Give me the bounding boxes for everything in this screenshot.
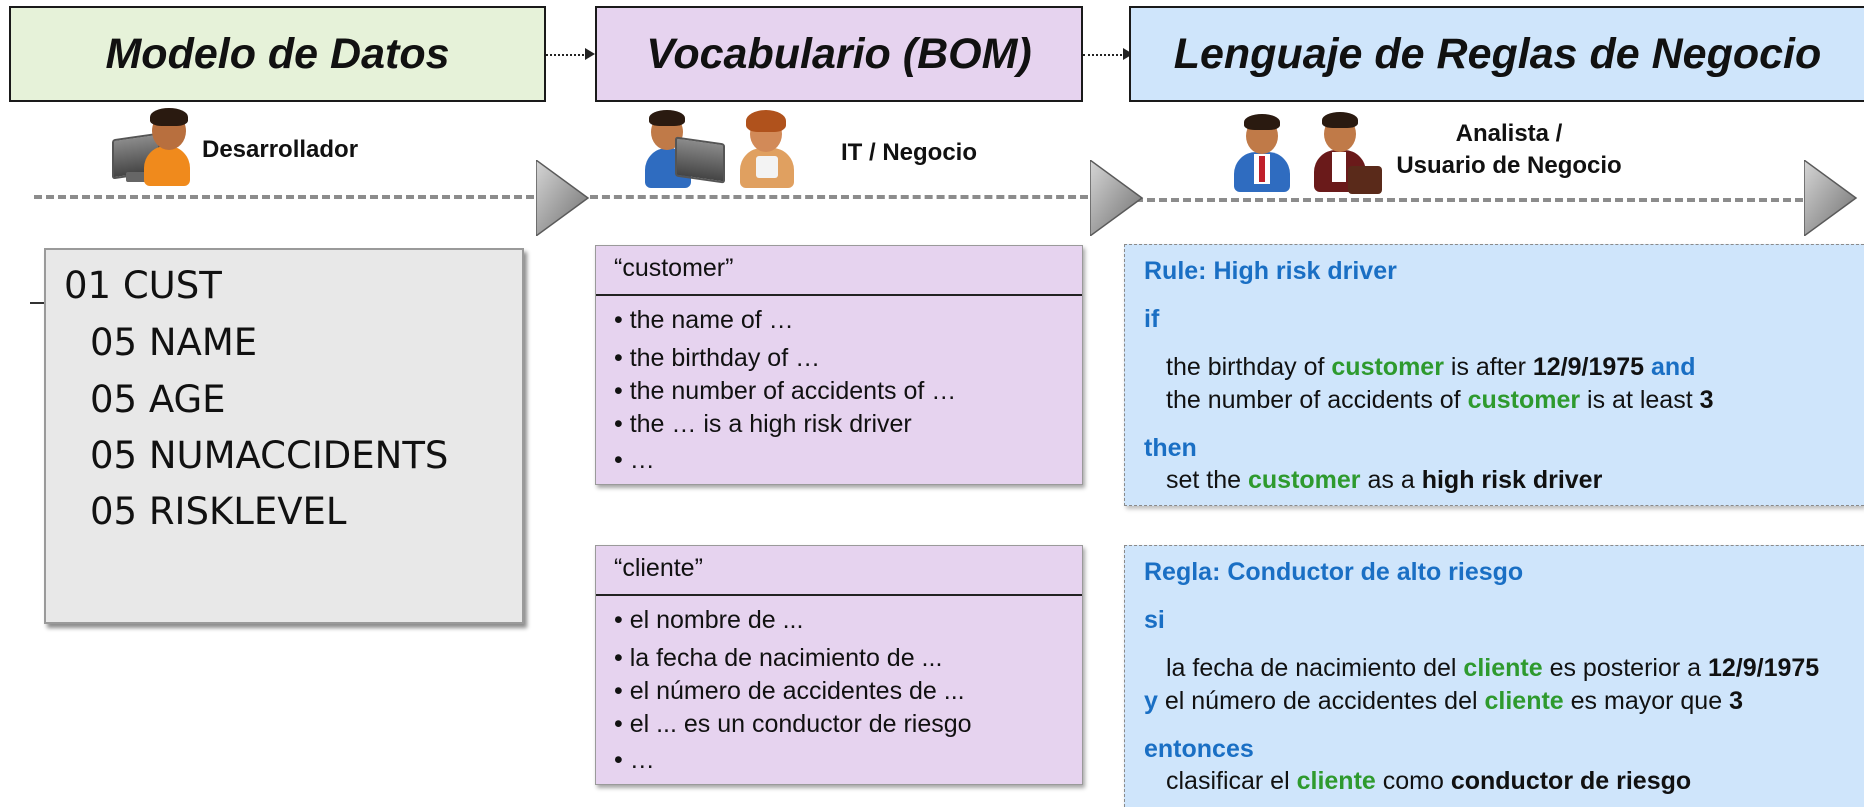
vocabulary-item: • the number of accidents of … [614, 377, 957, 405]
rule-title: Regla: Conductor de alto riesgo [1144, 558, 1524, 586]
cobol-line: 05 NUMACCIDENTS [90, 434, 449, 477]
data-model-box: 01 CUST 05 NAME 05 AGE 05 NUMACCIDENTS 0… [44, 248, 524, 624]
cobol-line: 05 NAME [90, 321, 258, 364]
developer-icon [110, 108, 194, 186]
vocabulary-item: • … [614, 446, 655, 474]
vocabulary-item: • el número de accidentes de ... [614, 677, 965, 705]
header-data-model-label: Modelo de Datos [105, 29, 450, 78]
it-person-icon [643, 110, 725, 188]
role-analyst-line2: Usuario de Negocio [1396, 152, 1622, 179]
rule-condition-2: y el número de accidentes del cliente es… [1144, 687, 1743, 715]
header-rules-language-label: Lenguaje de Reglas de Negocio [1173, 29, 1822, 78]
timeline-segment-2 [590, 195, 1088, 199]
role-developer: Desarrollador [202, 136, 359, 163]
rule-then-keyword: entonces [1144, 735, 1254, 763]
rule-title: Rule: High risk driver [1144, 257, 1397, 285]
vocabulary-item: • el ... es un conductor de riesgo [614, 710, 972, 738]
business-person-icon [736, 110, 802, 188]
connector-2 [1083, 54, 1126, 56]
cobol-line: 05 RISKLEVEL [90, 490, 347, 533]
business-user-icon [1312, 112, 1384, 194]
rule-then-keyword: then [1144, 434, 1197, 462]
role-analyst: Analista / Usuario de Negocio [1384, 118, 1634, 182]
timeline-segment-1 [34, 195, 534, 199]
connector-1-arrowhead [585, 48, 595, 60]
role-it-business: IT / Negocio [841, 139, 978, 166]
rule-action: set the customer as a high risk driver [1166, 466, 1603, 494]
connector-2-arrowhead [1123, 48, 1133, 60]
header-vocabulary: Vocabulario (BOM) [595, 6, 1083, 102]
vocabulary-item: • … [614, 746, 655, 774]
header-vocabulary-label: Vocabulario (BOM) [646, 29, 1032, 78]
vocabulary-title: “cliente” [614, 554, 703, 582]
vocabulary-divider [596, 594, 1082, 596]
triangle-arrow-icon [536, 160, 590, 236]
analyst-icon [1230, 114, 1298, 192]
vocabulary-box-customer: “customer” • the name of … • the birthda… [595, 245, 1083, 485]
role-analyst-line1: Analista / [1455, 120, 1563, 147]
vocabulary-box-cliente: “cliente” • el nombre de ... • la fecha … [595, 545, 1083, 785]
vocabulary-item: • the name of … [614, 306, 794, 334]
rule-if-keyword: si [1144, 606, 1165, 634]
rule-if-keyword: if [1144, 305, 1160, 333]
triangle-arrow-icon [1804, 160, 1858, 236]
cobol-line: 01 CUST [64, 264, 222, 307]
timeline-segment-3 [1135, 198, 1815, 202]
vocabulary-item: • the birthday of … [614, 344, 821, 372]
vocabulary-divider [596, 294, 1082, 296]
header-data-model: Modelo de Datos [9, 6, 546, 102]
header-rules-language: Lenguaje de Reglas de Negocio [1129, 6, 1864, 102]
rule-condition-2: the number of accidents of customer is a… [1166, 386, 1714, 414]
rule-action: clasificar el cliente como conductor de … [1166, 767, 1692, 795]
connector-1 [546, 54, 588, 56]
vocabulary-item: • la fecha de nacimiento de ... [614, 644, 943, 672]
rule-box-spanish: Regla: Conductor de alto riesgo si la fe… [1124, 545, 1864, 807]
rule-box-english: Rule: High risk driver if the birthday o… [1124, 244, 1864, 506]
cobol-line: 05 AGE [90, 378, 226, 421]
vocabulary-item: • el nombre de ... [614, 606, 804, 634]
vocabulary-title: “customer” [614, 254, 734, 282]
triangle-arrow-icon [1090, 160, 1144, 236]
rule-condition-1: la fecha de nacimiento del cliente es po… [1166, 654, 1820, 682]
rule-condition-1: the birthday of customer is after 12/9/1… [1166, 353, 1696, 381]
cobol-marker [30, 302, 44, 304]
vocabulary-item: • the … is a high risk driver [614, 410, 912, 438]
